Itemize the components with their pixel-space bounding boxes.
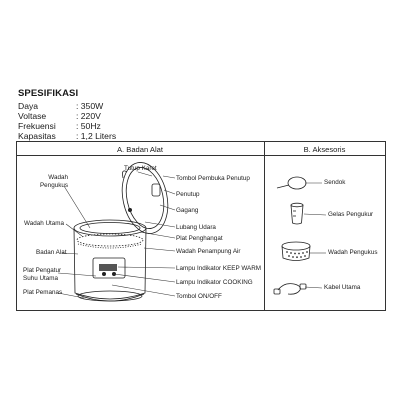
label-plat-pengatur-line2: Suhu Utama [23,275,59,282]
column-header-body: A. Badan Alat [116,145,164,154]
label-wadah-pengukus-line1: Wadah [48,174,68,181]
label-badan-alat: Badan Alat [36,249,67,256]
spec-key: Frekuensi [18,121,56,131]
leader-lines [57,171,327,299]
label-plat-penghangat: Plat Penghangat [176,235,223,242]
spec-row-voltase: Voltase : 220V [18,111,101,121]
label-wadah-pengukus-line2: Pengukus [39,182,68,189]
label-gagang: Gagang [176,207,199,214]
label-lampu-cooking: Lampu Indikator COOKING [176,279,253,286]
spec-value: : 50Hz [76,121,101,131]
steamer-basket-illustration [281,241,311,261]
label-wadah-penampung-air: Wadah Penampung Air [176,248,241,255]
spoon-illustration [276,176,307,190]
spec-key: Daya [18,101,39,111]
label-kabel-utama: Kabel Utama [324,284,361,291]
spec-value: : 1,2 Liters [76,131,117,141]
rice-cooker-body-illustration [73,219,147,302]
parts-table [16,141,386,311]
label-tombol-on-off: Tombol ON/OFF [176,293,222,300]
label-penutup: Penutup [176,191,200,198]
spec-value: : 350W [76,101,104,111]
spec-key: Kapasitas [18,131,56,141]
label-lubang-udara: Lubang Udara [176,224,216,231]
label-wadah-pengukus: Wadah Pengukus [328,249,378,256]
power-cord-illustration [273,283,307,295]
label-sendok: Sendok [324,179,346,186]
spec-key: Voltase [18,111,47,121]
spec-row-frekuensi: Frekuensi : 50Hz [18,121,101,131]
spec-row-daya: Daya : 350W [18,101,103,111]
rice-cooker-lid-illustration [121,162,169,234]
label-tutup-karet: Tutup Karet [124,165,157,172]
spec-title: SPESIFIKASI [18,88,79,99]
label-plat-pemanas: Plat Pemanas [23,289,63,296]
header-divider [16,155,385,156]
label-lampu-keep-warm: Lampu Indikator KEEP WARM [176,265,262,272]
label-gelas-pengukur: Gelas Pengukur [328,211,374,218]
label-plat-pengatur-line1: Plat Pengatur [23,267,62,274]
spec-row-kapasitas: Kapasitas : 1,2 Liters [18,131,116,141]
label-wadah-utama: Wadah Utama [24,220,65,227]
label-tombol-pembuka-penutup: Tombol Pembuka Penutup [176,175,250,182]
column-divider [264,141,265,310]
column-header-accessories: B. Aksesoris [303,145,346,154]
measuring-cup-illustration [290,202,304,225]
spec-value: : 220V [76,111,101,121]
